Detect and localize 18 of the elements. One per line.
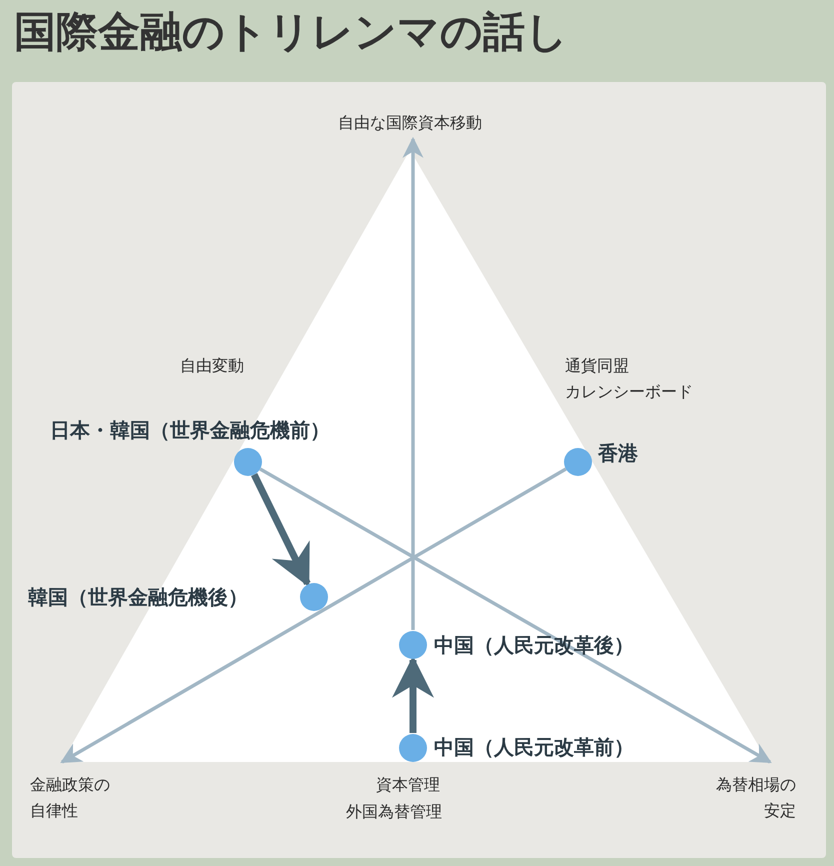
title: 国際金融のトリレンマの話し [14, 6, 568, 58]
point-label: 中国（人民元改革後） [434, 632, 634, 659]
axis-label: 為替相場の安定 [708, 764, 796, 820]
axis-label: 自由な国際資本移動 [300, 110, 520, 138]
arrow [60, 468, 567, 764]
note-label: 資本管理 [376, 775, 440, 796]
note-label: カレンシーボード [565, 382, 693, 403]
axis-label: 金融政策の自律性 [30, 764, 120, 820]
arrow [259, 467, 772, 764]
note-label: 外国為替管理 [346, 802, 442, 823]
point-label: 日本・韓国（世界金融危機前） [50, 417, 330, 444]
point-label: 韓国（世界金融危機後） [28, 584, 248, 611]
arrow [402, 136, 424, 630]
arrow [251, 473, 311, 588]
note-label: 通貨同盟 [565, 356, 629, 377]
point-label: 中国（人民元改革前） [434, 734, 634, 761]
note-label: 自由変動 [180, 356, 244, 377]
point-label: 香港 [598, 440, 638, 467]
